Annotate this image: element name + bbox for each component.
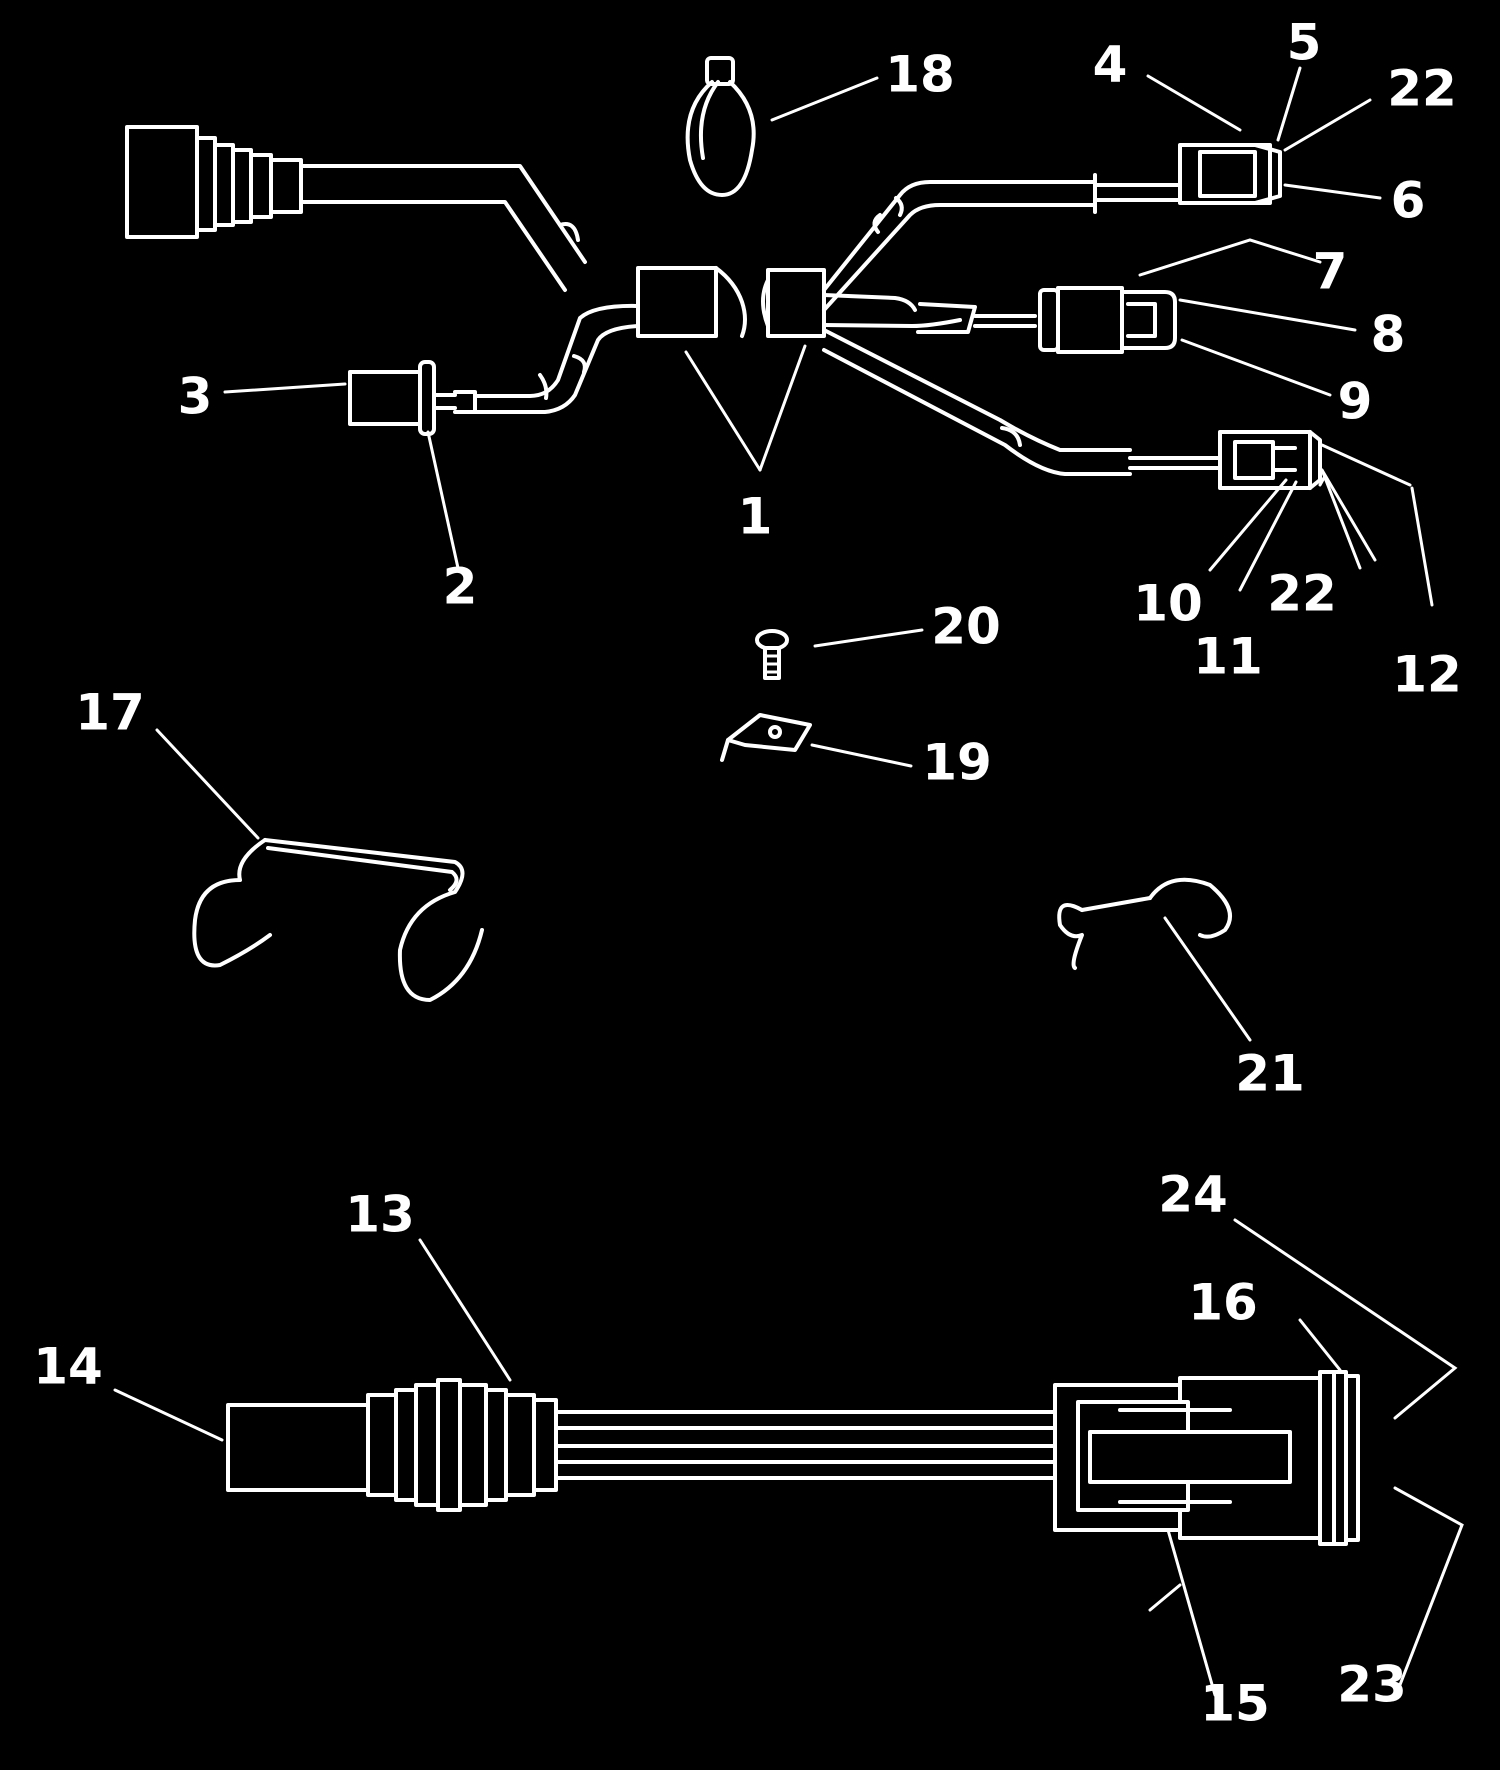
callout-8: 8 bbox=[1371, 306, 1406, 364]
callout-24: 24 bbox=[1158, 1166, 1228, 1224]
callout-3: 3 bbox=[178, 368, 213, 426]
callout-16: 16 bbox=[1188, 1274, 1258, 1332]
wire-clip-small bbox=[1057, 877, 1232, 970]
cable-tie bbox=[685, 56, 756, 197]
callout-12: 12 bbox=[1392, 646, 1462, 704]
main-harness-plug bbox=[125, 125, 303, 239]
callout-2: 2 bbox=[443, 558, 478, 616]
callout-9: 9 bbox=[1338, 373, 1373, 431]
callout-7: 7 bbox=[1313, 243, 1348, 301]
callout-10: 10 bbox=[1133, 575, 1203, 633]
callout-22-lower: 22 bbox=[1267, 565, 1337, 623]
callout-21: 21 bbox=[1235, 1045, 1305, 1103]
callout-13: 13 bbox=[345, 1186, 415, 1244]
wiring-harness bbox=[125, 125, 1222, 476]
callout-15: 15 bbox=[1200, 1675, 1270, 1733]
leader-lines bbox=[113, 66, 1464, 1697]
callout-labels: 1 2 3 4 5 22 6 7 8 9 10 22 11 12 18 20 1… bbox=[33, 14, 1462, 1733]
callout-5: 5 bbox=[1287, 14, 1322, 72]
callout-17: 17 bbox=[75, 684, 145, 742]
junction-sleeve-left bbox=[636, 266, 718, 338]
callout-6: 6 bbox=[1391, 172, 1426, 230]
callout-4: 4 bbox=[1093, 36, 1128, 94]
callout-11: 11 bbox=[1193, 628, 1263, 686]
screw bbox=[755, 629, 789, 680]
callout-1: 1 bbox=[738, 488, 773, 546]
connector-upper bbox=[1093, 143, 1282, 214]
sensor-plug bbox=[348, 360, 436, 436]
callout-23: 23 bbox=[1337, 1656, 1407, 1714]
callout-22-upper: 22 bbox=[1387, 60, 1457, 118]
wire-clip-large bbox=[192, 838, 484, 1002]
connector-lower bbox=[1218, 430, 1322, 490]
callout-19: 19 bbox=[922, 734, 992, 792]
callout-14: 14 bbox=[33, 1338, 103, 1396]
cable-assembly bbox=[226, 1370, 1360, 1546]
callout-20: 20 bbox=[931, 598, 1001, 656]
junction-sleeve-right bbox=[766, 268, 826, 338]
connector-middle bbox=[1038, 286, 1177, 354]
callout-18: 18 bbox=[885, 46, 955, 104]
clamp bbox=[720, 713, 812, 762]
cable-end-cap bbox=[226, 1403, 370, 1492]
